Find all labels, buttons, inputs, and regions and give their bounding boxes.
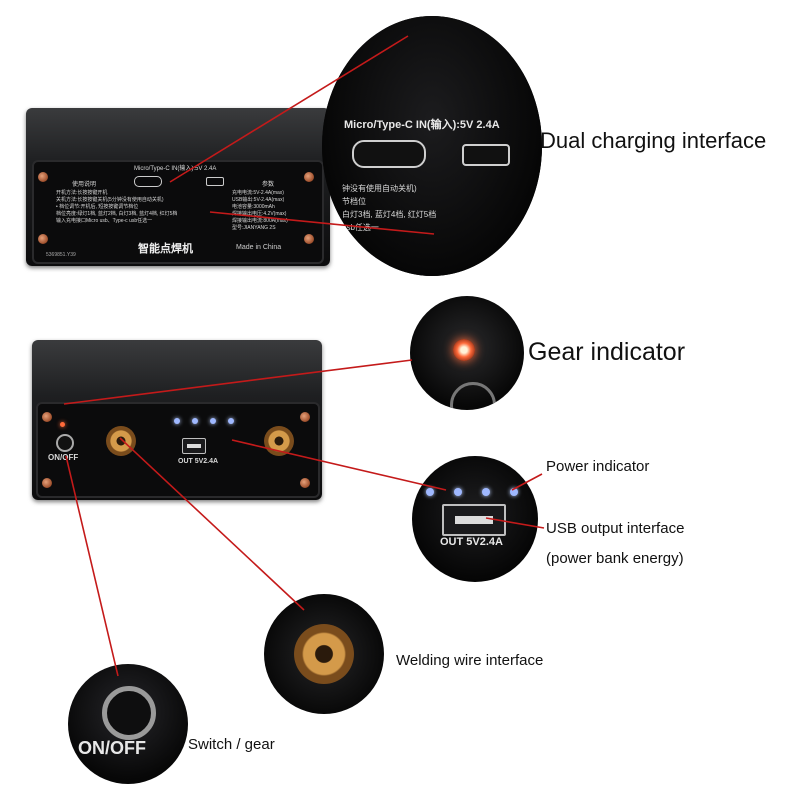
zoom-switch: ON/OFF (68, 664, 188, 784)
instruction-line: 档位亮度:绿灯1档, 蓝灯2档, 白灯3档, 蓝灯4档, 红灯5档 (56, 211, 178, 217)
zoom-switch-label: ON/OFF (78, 738, 146, 758)
leader-switch (65, 455, 119, 677)
usb-output-port (182, 438, 206, 454)
zoom-charging-ports: Micro/Type-C IN(输入):5V 2.4A 钟没有使用自动关机) 节… (322, 16, 542, 276)
screw-top-right (304, 172, 314, 182)
leader-power (231, 439, 447, 491)
zoom-text-line: 节档位 (342, 197, 366, 206)
param-line: 充电电流:5V-2.4A(max) (232, 190, 284, 196)
label-power-indicator: Power indicator (546, 458, 650, 475)
zoom-power-led-2 (454, 488, 462, 496)
leader-dual-bottom (209, 211, 435, 235)
leader-welding (119, 437, 305, 611)
label-usb-output: USB output interface (546, 520, 685, 537)
power-led-3 (210, 418, 216, 424)
zoom-type-c-port (352, 140, 426, 168)
zoom-input-label: Micro/Type-C IN(输入):5V 2.4A (344, 119, 500, 131)
zoom-gear-led (453, 339, 475, 361)
power-led-2 (192, 418, 198, 424)
zoom-power-led-4 (510, 488, 518, 496)
params-list: 充电电流:5V-2.4A(max) USB输出:5V-2.4A(max) 电池容… (232, 190, 288, 232)
label-usb-output-note: (power bank energy) (546, 550, 684, 567)
serial-label: 5369851.Y39 (46, 252, 76, 258)
params-title: 参数 (262, 182, 275, 188)
zoom-power-led-3 (482, 488, 490, 496)
gear-led (60, 422, 65, 427)
leader-usb (485, 517, 545, 529)
usb-output-label: OUT 5V2.4A (178, 458, 219, 465)
switch-label: ON/OFF (48, 453, 79, 462)
zoom-usb-output: OUT 5V2.4A (412, 456, 538, 582)
power-switch-button[interactable] (56, 434, 74, 452)
instructions-title: 使用说明 (72, 182, 97, 188)
zoom-usb-label: OUT 5V2.4A (440, 536, 503, 548)
leader-dual-top (169, 35, 409, 183)
leader-gear (63, 359, 413, 405)
label-switch-gear: Switch / gear (188, 736, 275, 753)
bottom-device-body: ON/OFF OUT 5V2.4A (32, 340, 322, 500)
power-led-4 (228, 418, 234, 424)
screw-bottom-left (38, 234, 48, 244)
screw-bottom-right (304, 234, 314, 244)
screw-top-right (300, 412, 310, 422)
made-in-label: Made in China (236, 244, 282, 251)
param-line: 焊接输出电压:4.2V(max) (232, 211, 287, 217)
instruction-line: 关机方法:长按按键关机(5分钟没有使用自动关机) (56, 197, 164, 203)
zoom-gear-indicator (410, 296, 524, 410)
zoom-welding-terminal (264, 594, 384, 714)
leader-power-label (511, 473, 543, 491)
param-line: 电池容量:3000mAh (232, 204, 275, 210)
screw-top-left (42, 412, 52, 422)
param-line: 型号:JIANYANG 2S (232, 225, 276, 231)
instruction-line: 开机方法:长按按键开机 (56, 190, 108, 196)
zoom-text-line: 钟没有使用自动关机) (342, 184, 417, 193)
top-input-label: Micro/Type-C IN(输入):5V 2.4A (134, 166, 217, 172)
param-line: 焊接输出电流:800A(max) (232, 218, 288, 224)
label-gear-indicator: Gear indicator (528, 338, 686, 366)
micro-usb-port (206, 177, 224, 186)
label-dual-charging: Dual charging interface (540, 128, 767, 153)
zoom-terminal (294, 624, 354, 684)
instruction-line: • 档位调节:开机后, 短按按键调节档位 (56, 204, 139, 210)
zoom-power-led-1 (426, 488, 434, 496)
param-line: USB输出:5V-2.4A(max) (232, 197, 285, 203)
brand-name: 智能点焊机 (138, 243, 193, 255)
type-c-port (134, 176, 162, 187)
label-welding-wire: Welding wire interface (396, 652, 544, 669)
instruction-line: 输入充电接口Micro usb、Type-c usb任选一 (56, 218, 153, 224)
zoom-micro-usb-port (462, 144, 510, 166)
screw-bottom-left (42, 478, 52, 488)
zoom-switch-button (102, 686, 156, 740)
instructions-list: 开机方法:长按按键开机 关机方法:长按按键关机(5分钟没有使用自动关机) • 档… (56, 190, 177, 225)
power-led-1 (174, 418, 180, 424)
welding-terminal-left (106, 426, 136, 456)
zoom-text-line: 白灯3档, 蓝灯4档, 红灯5档 (342, 210, 437, 219)
screw-bottom-right (300, 478, 310, 488)
zoom-usb-port (442, 504, 506, 536)
screw-top-left (38, 172, 48, 182)
top-device-body: Micro/Type-C IN(输入):5V 2.4A 使用说明 开机方法:长按… (26, 108, 330, 266)
